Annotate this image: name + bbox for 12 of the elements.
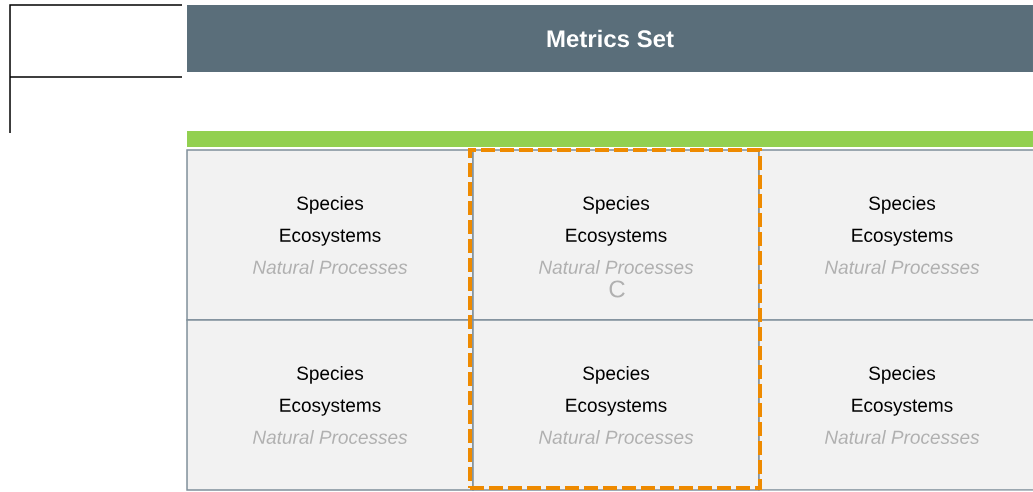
node-label: Ecosystems <box>852 228 953 246</box>
divider-bar <box>187 131 1033 147</box>
grid-cell: Species Ecosystems Natural Processes <box>472 319 760 491</box>
cell-letter: C <box>609 280 625 298</box>
grid-cell: Species Ecosystems Natural Processes <box>186 319 474 491</box>
grid-cell: Species Ecosystems Natural Processes <box>758 319 1033 491</box>
grid-cell: Species Ecosystems Natural Processes <box>758 149 1033 321</box>
node-label: Natural Processes <box>824 260 980 274</box>
grid-cell: Species Ecosystems Natural Processes <box>186 149 474 321</box>
node-label: Species <box>869 196 936 214</box>
header-bar: Metrics Set <box>187 5 1033 72</box>
highlight-frame <box>468 148 762 490</box>
